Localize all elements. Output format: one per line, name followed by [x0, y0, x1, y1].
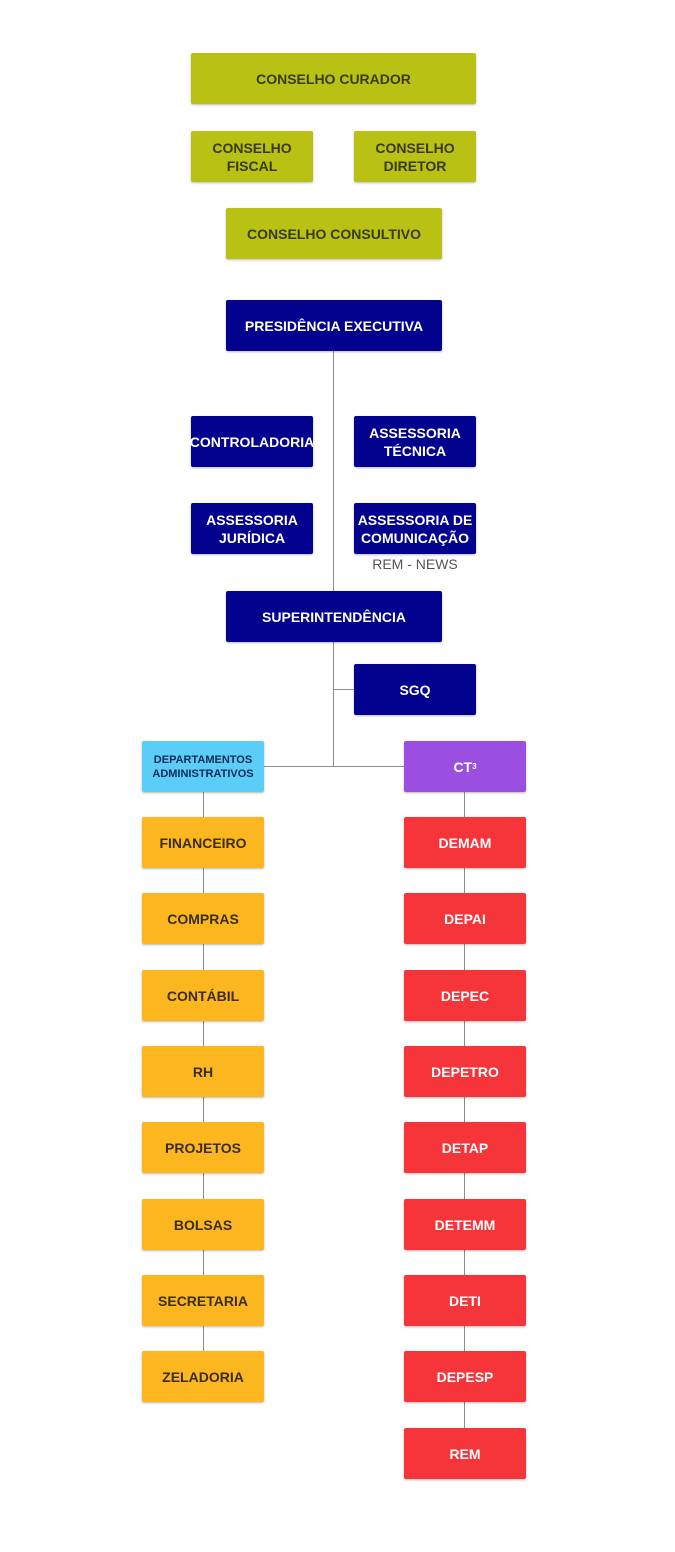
tech-dept-demam: DEMAM — [404, 817, 526, 868]
admin-dept-bolsas: BOLSAS — [142, 1199, 264, 1250]
sgq: SGQ — [354, 664, 476, 715]
tech-dept-depai: DEPAI — [404, 893, 526, 944]
conselho-curador: CONSELHO CURADOR — [191, 53, 476, 104]
tech-dept-deti: DETI — [404, 1275, 526, 1326]
admin-dept-projetos: PROJETOS — [142, 1122, 264, 1173]
assessoria-comunicacao: ASSESSORIA DE COMUNICAÇÃO — [354, 503, 476, 554]
conselho-consultivo: CONSELHO CONSULTIVO — [226, 208, 442, 259]
ct3-label: CT — [453, 758, 473, 775]
departamentos-administrativos: DEPARTAMENTOS ADMINISTRATIVOS — [142, 741, 264, 792]
admin-dept-secretaria: SECRETARIA — [142, 1275, 264, 1326]
tech-dept-depetro: DEPETRO — [404, 1046, 526, 1097]
conselho-fiscal: CONSELHO FISCAL — [191, 131, 313, 182]
connector-presidencia-superintendencia — [333, 351, 334, 592]
admin-dept-contabil: CONTÁBIL — [142, 970, 264, 1021]
tech-dept-detap: DETAP — [404, 1122, 526, 1173]
admin-dept-financeiro: FINANCEIRO — [142, 817, 264, 868]
connector-horizontal-split — [264, 766, 405, 767]
connector-technical-column — [464, 792, 465, 1429]
connector-sgq — [333, 689, 354, 690]
admin-dept-rh: RH — [142, 1046, 264, 1097]
admin-dept-compras: COMPRAS — [142, 893, 264, 944]
connector-superintendencia-split — [333, 642, 334, 767]
presidencia-executiva: PRESIDÊNCIA EXECUTIVA — [226, 300, 442, 351]
tech-dept-depesp: DEPESP — [404, 1351, 526, 1402]
assessoria-juridica: ASSESSORIA JURÍDICA — [191, 503, 313, 554]
comunicacao-caption: REM - NEWS — [372, 556, 458, 572]
tech-dept-depec: DEPEC — [404, 970, 526, 1021]
tech-dept-detemm: DETEMM — [404, 1199, 526, 1250]
tech-dept-rem: REM — [404, 1428, 526, 1479]
controladoria: CONTROLADORIA — [190, 416, 314, 467]
assessoria-tecnica: ASSESSORIA TÉCNICA — [354, 416, 476, 467]
conselho-diretor: CONSELHO DIRETOR — [354, 131, 476, 182]
admin-dept-zeladoria: ZELADORIA — [142, 1351, 264, 1402]
superintendencia: SUPERINTENDÊNCIA — [226, 591, 442, 642]
